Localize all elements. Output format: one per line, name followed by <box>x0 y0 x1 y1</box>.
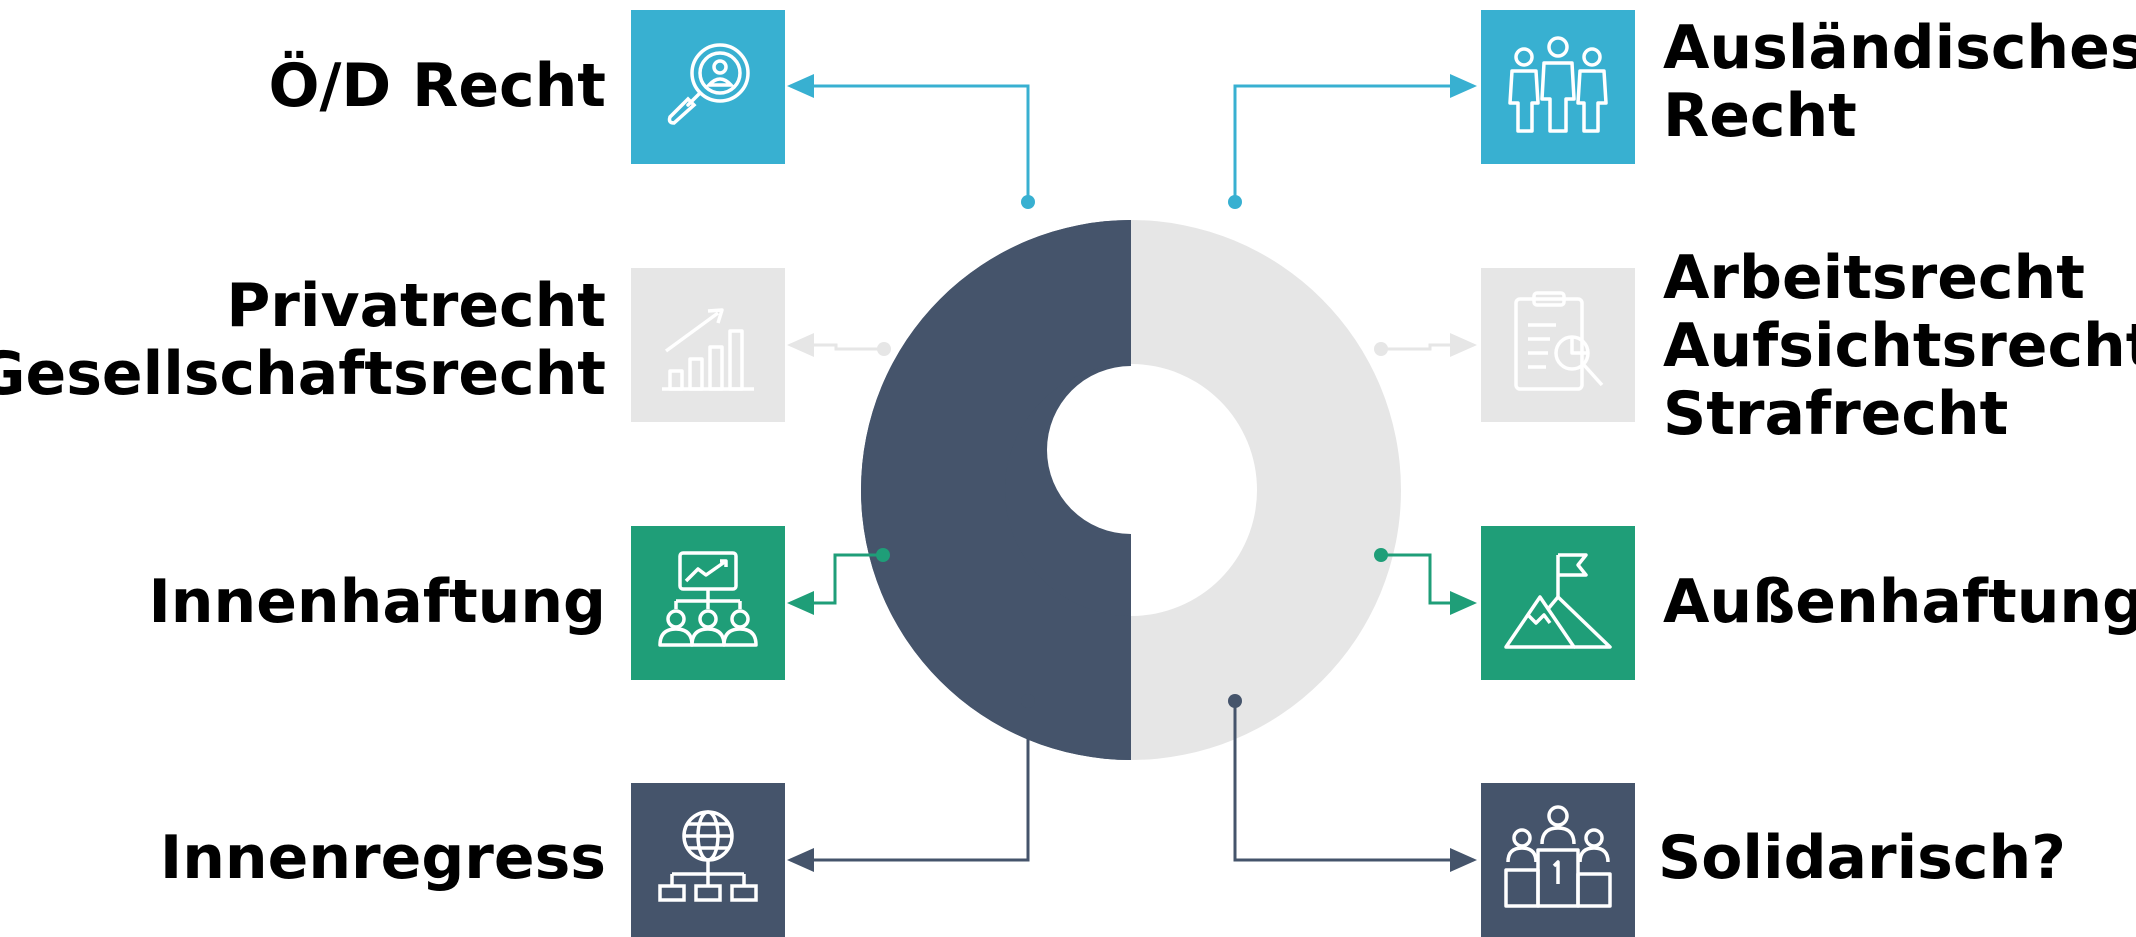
label-mid-right: Arbeitsrecht Aufsichtsrecht Strafrecht <box>1663 244 2136 448</box>
label-bottom-right: Solidarisch? <box>1658 824 2066 892</box>
globe-network-icon <box>658 810 758 902</box>
tile-bottom-right <box>1481 783 1635 937</box>
donut-ring <box>861 220 1401 760</box>
tile-mid-right <box>1481 268 1635 422</box>
tile-bottom-left <box>631 783 785 937</box>
connector-top-right <box>1228 74 1477 209</box>
label-bottom-left: Innenregress <box>160 824 606 892</box>
connector-low-right <box>1374 548 1477 615</box>
ring-right-half <box>1131 220 1401 760</box>
magnifier-person-icon <box>667 43 750 125</box>
podium-icon <box>1504 805 1612 908</box>
connector-top-left <box>787 74 1035 209</box>
label-low-left: Innenhaftung <box>148 568 606 636</box>
label-top-right: Ausländisches Recht <box>1663 14 2136 150</box>
label-line: Ausländisches <box>1663 13 2136 83</box>
label-low-right: Außenhaftung <box>1663 568 2136 636</box>
label-line: Solidarisch? <box>1658 823 2066 893</box>
label-line: Strafrecht <box>1663 379 2009 449</box>
connector-mid-left <box>787 333 891 357</box>
label-top-left: Ö/D Recht <box>269 52 606 120</box>
ring-left-inner-fill <box>861 220 1131 760</box>
tile-top-left <box>631 10 785 164</box>
label-line: Arbeitsrecht <box>1663 243 2085 313</box>
clipboard-search-icon <box>1514 291 1604 391</box>
team-presentation-icon <box>658 551 758 647</box>
label-line: Innenregress <box>159 823 606 893</box>
mountain-flag-icon <box>1504 553 1612 649</box>
growth-chart-icon <box>662 308 754 391</box>
label-mid-left: Privatrecht Gesellschaftsrecht <box>0 272 606 408</box>
label-line: Ö/D Recht <box>268 51 606 121</box>
tile-top-right <box>1481 10 1635 164</box>
connector-mid-right <box>1374 333 1477 357</box>
group-people-icon <box>1508 36 1608 133</box>
tile-mid-left <box>631 268 785 422</box>
tile-low-left <box>631 526 785 680</box>
connector-low-left <box>787 548 890 615</box>
label-line: Recht <box>1663 81 1857 151</box>
label-line: Außenhaftung <box>1663 567 2136 637</box>
label-line: Gesellschaftsrecht <box>0 339 606 409</box>
label-line: Innenhaftung <box>148 567 606 637</box>
label-line: Privatrecht <box>226 271 606 341</box>
label-line: Aufsichtsrecht <box>1663 311 2136 381</box>
connector-bottom-left <box>787 694 1035 872</box>
tile-low-right <box>1481 526 1635 680</box>
connector-bottom-right <box>1228 694 1477 872</box>
ring-hole <box>1047 366 1215 534</box>
